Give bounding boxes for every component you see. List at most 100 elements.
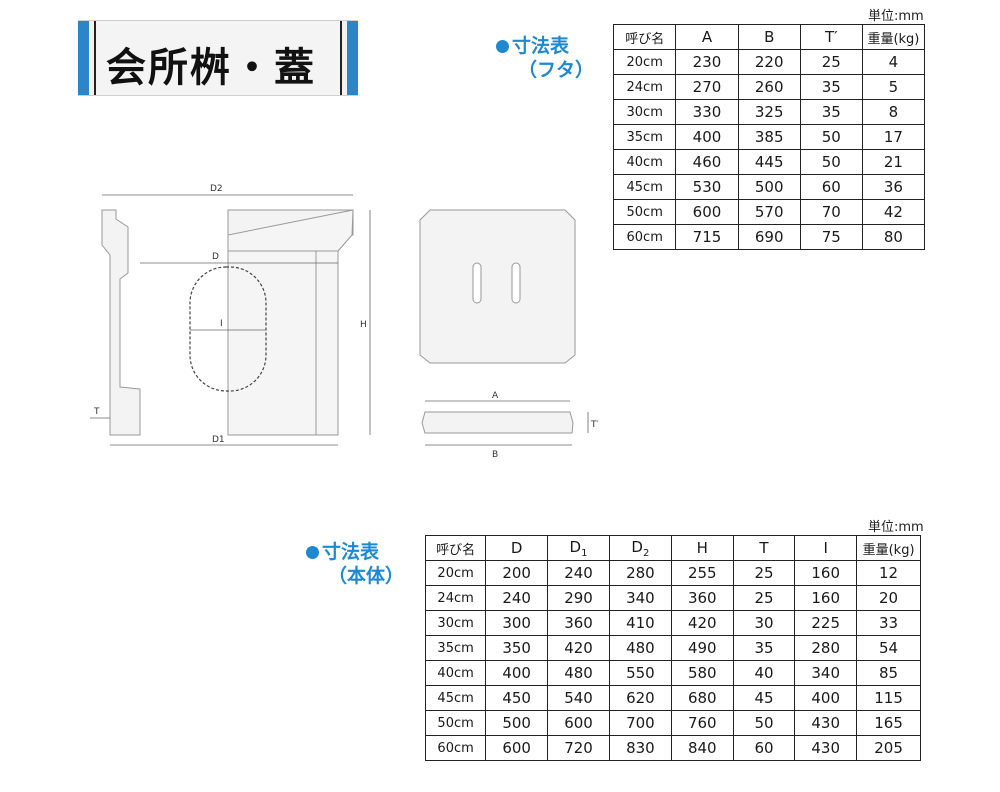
row-size-cell: 20cm [424,560,487,586]
value-cell: 25 [732,585,796,611]
value-cell: 385 [737,124,801,150]
value-cell: 280 [608,560,672,586]
lid-slot [511,262,521,304]
value-cell: 25 [799,49,863,75]
value-cell: 160 [794,585,858,611]
opening-outline [189,266,267,392]
value-cell: 580 [670,660,734,686]
banner-inner [94,21,342,95]
value-cell: 85 [856,660,921,686]
value-cell: 40 [732,660,796,686]
value-cell: 360 [547,610,610,636]
value-cell: 480 [608,635,672,661]
lid-slot [472,262,482,304]
value-cell: 570 [737,199,801,225]
value-cell: 8 [861,99,926,125]
value-cell: 690 [737,224,801,250]
row-size-cell: 30cm [424,610,487,636]
value-cell: 430 [794,710,858,736]
col-header: 重量(kg) [856,535,921,561]
value-cell: 20 [856,585,921,611]
value-cell: 205 [856,735,921,761]
value-cell: 490 [670,635,734,661]
col-header: A [675,24,739,50]
value-cell: 680 [670,685,734,711]
col-header: H [670,535,734,561]
lid-heading-sub: （フタ） [518,59,595,81]
col-header: 重量(kg) [861,24,926,50]
value-cell: 50 [799,149,863,175]
value-cell: 420 [670,610,734,636]
value-cell: 760 [670,710,734,736]
label-i: I [220,319,223,329]
label-d: D [212,252,219,262]
value-cell: 350 [485,635,549,661]
value-cell: 600 [547,710,610,736]
row-size-cell: 30cm [612,99,677,125]
value-cell: 75 [799,224,863,250]
value-cell: 400 [794,685,858,711]
value-cell: 500 [737,174,801,200]
row-size-cell: 50cm [424,710,487,736]
value-cell: 70 [799,199,863,225]
body-front [227,209,354,436]
value-cell: 4 [861,49,926,75]
value-cell: 600 [675,199,739,225]
value-cell: 60 [799,174,863,200]
row-size-cell: 60cm [612,224,677,250]
row-size-cell: 60cm [424,735,487,761]
value-cell: 17 [861,124,926,150]
value-cell: 445 [737,149,801,175]
value-cell: 12 [856,560,921,586]
body-heading-sub: （本体） [328,565,405,587]
lid-top-view [419,209,576,364]
value-cell: 5 [861,74,926,100]
page-title: 会所桝・蓋 [106,45,316,91]
row-size-cell: 40cm [612,149,677,175]
value-cell: 290 [547,585,610,611]
body-section-heading: 寸法表 （本体） [306,540,404,588]
value-cell: 45 [732,685,796,711]
row-size-cell: 50cm [612,199,677,225]
banner-accent-right [347,21,358,95]
value-cell: 325 [737,99,801,125]
value-cell: 25 [732,560,796,586]
value-cell: 540 [547,685,610,711]
bullet-dot-icon [306,546,319,559]
value-cell: 80 [861,224,926,250]
value-cell: 165 [856,710,921,736]
value-cell: 36 [861,174,926,200]
value-cell: 240 [485,585,549,611]
value-cell: 60 [732,735,796,761]
row-size-cell: 24cm [612,74,677,100]
value-cell: 340 [794,660,858,686]
label-t: T [93,407,100,417]
row-size-cell: 45cm [612,174,677,200]
value-cell: 530 [675,174,739,200]
body-heading-text: 寸法表 [322,541,380,563]
lid-section-view [421,411,574,434]
value-cell: 160 [794,560,858,586]
value-cell: 230 [675,49,739,75]
col-header: D1 [547,535,610,561]
row-size-cell: 24cm [424,585,487,611]
row-size-cell: 35cm [612,124,677,150]
bullet-dot-icon [496,40,509,53]
col-header: 呼び名 [612,24,677,50]
lid-heading-text: 寸法表 [512,35,570,57]
